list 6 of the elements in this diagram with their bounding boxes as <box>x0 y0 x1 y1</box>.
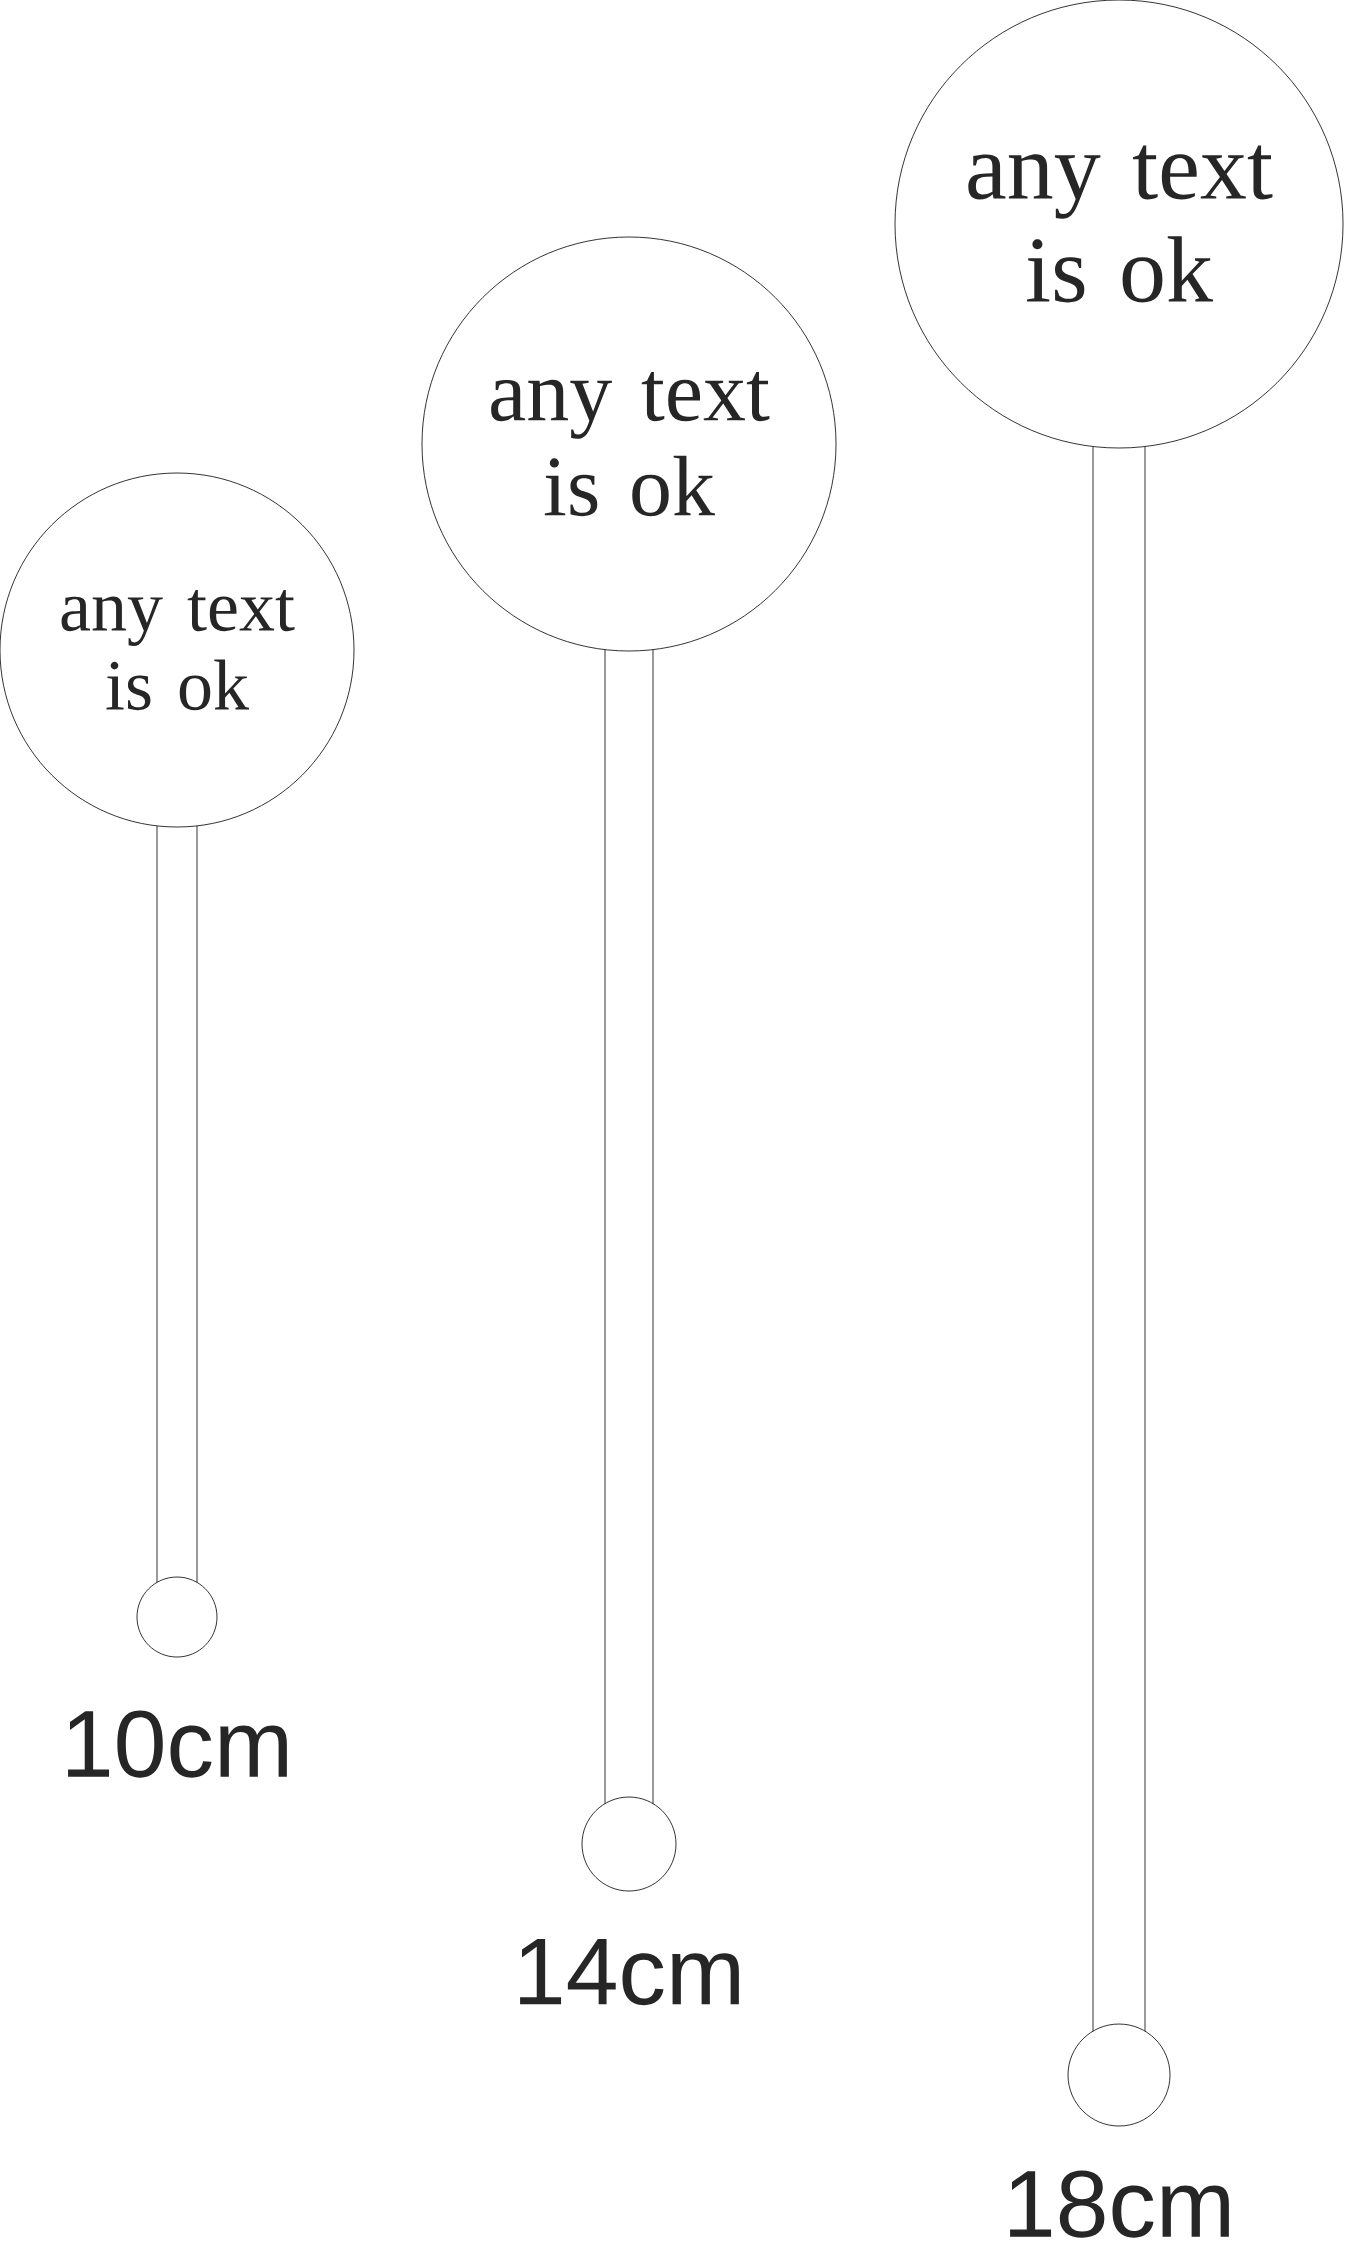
size-label: 18cm <box>1010 2170 1229 2238</box>
stirrer-disc: any text is ok <box>894 0 1344 449</box>
size-label: 14cm <box>520 1938 739 2006</box>
size-label: 10cm <box>68 1710 287 1778</box>
stirrer-disc: any text is ok <box>421 236 837 652</box>
node-label: any text is ok <box>968 145 1273 303</box>
